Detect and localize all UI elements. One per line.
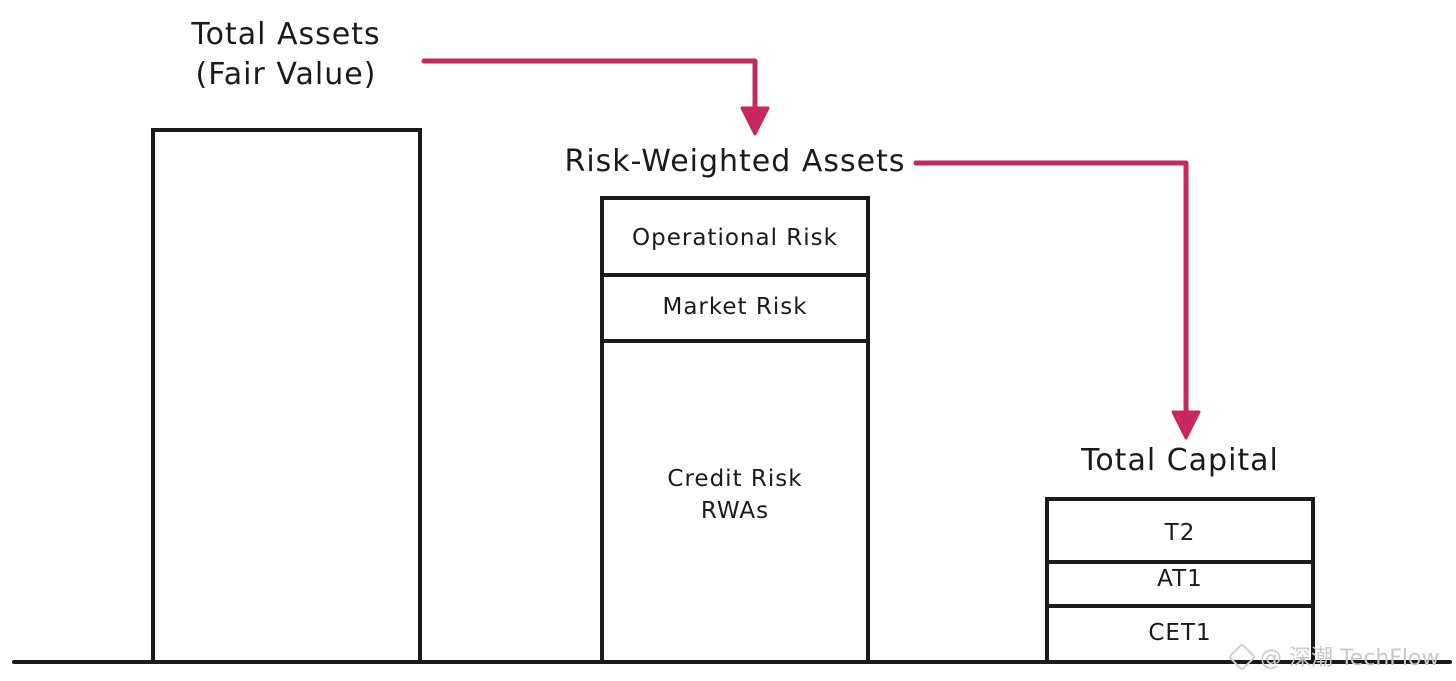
rwa-segment-credit-risk-line1: Credit Risk bbox=[667, 466, 803, 492]
arrow-assets-to-rwa-head bbox=[740, 106, 770, 136]
watermark: @ 深潮 TechFlow bbox=[1227, 640, 1440, 672]
rwa-segment-market-risk: Market Risk bbox=[662, 294, 808, 320]
total-assets-title-line1: Total Assets bbox=[191, 17, 381, 52]
rwa-title: Risk-Weighted Assets bbox=[564, 144, 906, 179]
capital-segment-t2: T2 bbox=[1164, 520, 1196, 546]
arrow-assets-to-rwa bbox=[421, 58, 758, 115]
rwa-segment-operational-risk: Operational Risk bbox=[632, 225, 838, 251]
capital-segment-at1: AT1 bbox=[1157, 566, 1203, 592]
total-assets-title-line2: (Fair Value) bbox=[195, 57, 377, 92]
arrow-rwa-to-capital bbox=[913, 160, 1189, 419]
arrow-rwa-to-capital-head bbox=[1171, 410, 1201, 440]
rwa-segment-credit-risk-line2: RWAs bbox=[700, 498, 770, 524]
rwa-bar bbox=[600, 196, 870, 664]
total-assets-bar bbox=[151, 128, 422, 664]
watermark-text: @ 深潮 TechFlow bbox=[1260, 646, 1440, 671]
capital-bar bbox=[1045, 497, 1315, 664]
watermark-logo-icon bbox=[1227, 642, 1257, 672]
capital-segment-cet1: CET1 bbox=[1148, 620, 1212, 646]
capital-title: Total Capital bbox=[1081, 443, 1279, 478]
